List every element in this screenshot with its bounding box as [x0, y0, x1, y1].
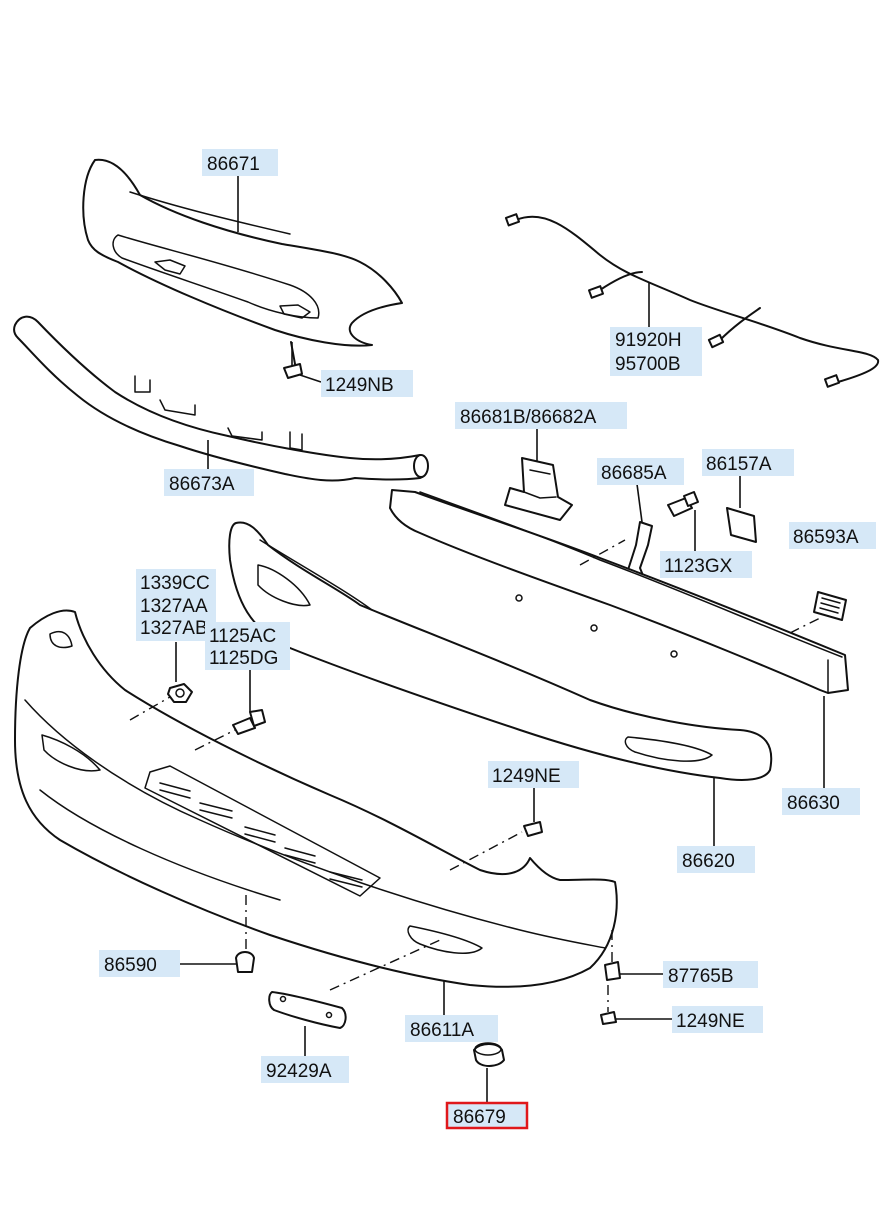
svg-text:86685A: 86685A — [601, 463, 667, 484]
callout-86671[interactable]: 86671 — [202, 149, 278, 176]
callout-86590[interactable]: 86590 — [99, 950, 180, 977]
svg-text:1123GX: 1123GX — [664, 556, 733, 577]
svg-text:91920H: 91920H — [615, 330, 682, 351]
callout-87765b[interactable]: 87765B — [663, 961, 758, 988]
svg-text:86630: 86630 — [787, 793, 840, 814]
svg-text:86611A: 86611A — [410, 1020, 474, 1041]
svg-text:1125DG: 1125DG — [209, 648, 278, 669]
svg-text:86590: 86590 — [104, 955, 157, 976]
svg-text:1327AB: 1327AB — [140, 618, 208, 639]
callout-1249nb[interactable]: 1249NB — [321, 370, 413, 397]
svg-text:86681B/86682A: 86681B/86682A — [460, 407, 597, 428]
callout-86681b[interactable]: 86681B/86682A — [455, 402, 627, 429]
cap-86679-part[interactable] — [473, 1042, 505, 1067]
svg-text:92429A: 92429A — [266, 1061, 332, 1082]
screw-1249ne-top-part[interactable] — [523, 821, 543, 837]
svg-text:1125AC: 1125AC — [209, 626, 276, 647]
svg-text:86671: 86671 — [207, 154, 260, 175]
callout-91920h[interactable]: 91920H 95700B — [610, 327, 702, 376]
leader-lines — [129, 174, 825, 1106]
svg-text:86679: 86679 — [453, 1107, 506, 1128]
callout-86679-highlighted[interactable]: 86679 — [445, 1101, 529, 1130]
callout-1125ac[interactable]: 1125AC 1125DG — [205, 622, 290, 670]
pad-86157a-part[interactable] — [726, 507, 757, 543]
callout-92429a[interactable]: 92429A — [261, 1056, 349, 1083]
callout-86620[interactable]: 86620 — [677, 846, 755, 873]
screw-1249ne-bottom-part[interactable] — [600, 1011, 617, 1025]
bolt-1125ac-part[interactable] — [232, 709, 266, 735]
svg-text:86620: 86620 — [682, 851, 735, 872]
svg-text:87765B: 87765B — [668, 966, 734, 987]
svg-text:1249NB: 1249NB — [325, 375, 394, 396]
reflector-92429a-part[interactable] — [268, 991, 347, 1029]
callout-1249ne-bottom[interactable]: 1249NE — [672, 1006, 763, 1033]
callout-86630[interactable]: 86630 — [782, 788, 860, 815]
callout-86611a[interactable]: 86611A — [405, 1015, 498, 1042]
callout-86157a[interactable]: 86157A — [702, 449, 794, 476]
svg-text:1249NE: 1249NE — [492, 766, 561, 787]
callout-1123gx[interactable]: 1123GX — [660, 551, 752, 578]
callout-86673a[interactable]: 86673A — [164, 469, 254, 496]
front-bumper-cover-part[interactable] — [14, 609, 618, 988]
callout-86685a[interactable]: 86685A — [597, 458, 684, 485]
clip-86590-part[interactable] — [235, 951, 255, 973]
nut-1339cc-part[interactable] — [167, 683, 193, 703]
svg-text:1249NE: 1249NE — [676, 1011, 745, 1032]
bracket-86593a-part[interactable] — [813, 591, 847, 621]
clip-87765b-part[interactable] — [604, 961, 621, 981]
svg-text:95700B: 95700B — [615, 354, 681, 375]
svg-text:86673A: 86673A — [169, 474, 235, 495]
callout-1339cc[interactable]: 1339CC 1327AA 1327AB — [136, 569, 216, 641]
bracket-86681b-part[interactable] — [504, 457, 573, 521]
svg-text:1327AA: 1327AA — [140, 596, 208, 617]
svg-text:1339CC: 1339CC — [140, 573, 210, 594]
screw-1249nb-part[interactable] — [283, 341, 303, 379]
callout-1249ne-top[interactable]: 1249NE — [488, 761, 579, 788]
svg-text:86157A: 86157A — [706, 454, 772, 475]
upper-cover-part[interactable] — [82, 158, 403, 347]
bumper-beam-part[interactable] — [13, 315, 429, 482]
callout-86593a[interactable]: 86593A — [789, 522, 876, 549]
wiring-harness-part[interactable] — [504, 213, 880, 388]
bolt-1123gx-part[interactable] — [667, 491, 699, 517]
svg-text:86593A: 86593A — [793, 527, 859, 548]
energy-absorber-part[interactable] — [389, 489, 849, 694]
